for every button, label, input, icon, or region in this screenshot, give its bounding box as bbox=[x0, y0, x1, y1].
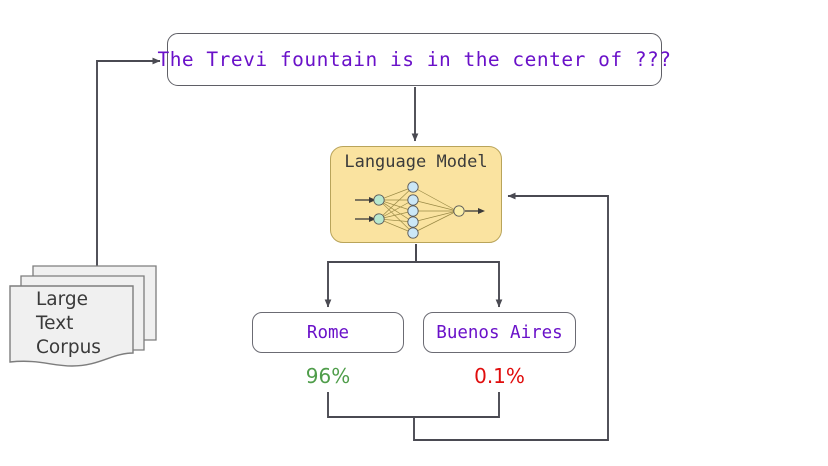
corpus-line-2: Text bbox=[36, 313, 74, 334]
output-label-buenos-aires: Buenos Aires bbox=[436, 322, 563, 343]
large-text-corpus[interactable]: Large Text Corpus bbox=[8, 262, 168, 372]
output-box-buenos-aires[interactable]: Buenos Aires bbox=[423, 312, 576, 353]
output-label-rome: Rome bbox=[306, 322, 350, 343]
edge-outputs-merge bbox=[327, 392, 500, 418]
neural-network-icon bbox=[355, 181, 485, 239]
edge-corpus-to-prompt bbox=[96, 57, 161, 268]
prompt-box[interactable]: The Trevi fountain is in the center of ?… bbox=[157, 33, 671, 86]
probability-buenos-aires: 0.1% bbox=[474, 364, 525, 388]
corpus-label: Large Text Corpus bbox=[36, 288, 156, 360]
edge-model-to-rome bbox=[324, 244, 417, 308]
edge-feedback-to-model bbox=[413, 192, 609, 441]
document-stack-icon bbox=[9, 265, 157, 367]
corpus-line-3: Corpus bbox=[36, 337, 101, 358]
probability-rome: 96% bbox=[305, 364, 351, 388]
edge-model-to-buenos bbox=[415, 244, 503, 308]
language-model-label: Language Model bbox=[344, 152, 488, 172]
language-model-box[interactable]: Language Model bbox=[330, 146, 502, 243]
output-box-rome[interactable]: Rome bbox=[252, 312, 404, 353]
corpus-line-1: Large bbox=[36, 289, 89, 310]
prompt-text: The Trevi fountain is in the center of ?… bbox=[157, 48, 672, 71]
